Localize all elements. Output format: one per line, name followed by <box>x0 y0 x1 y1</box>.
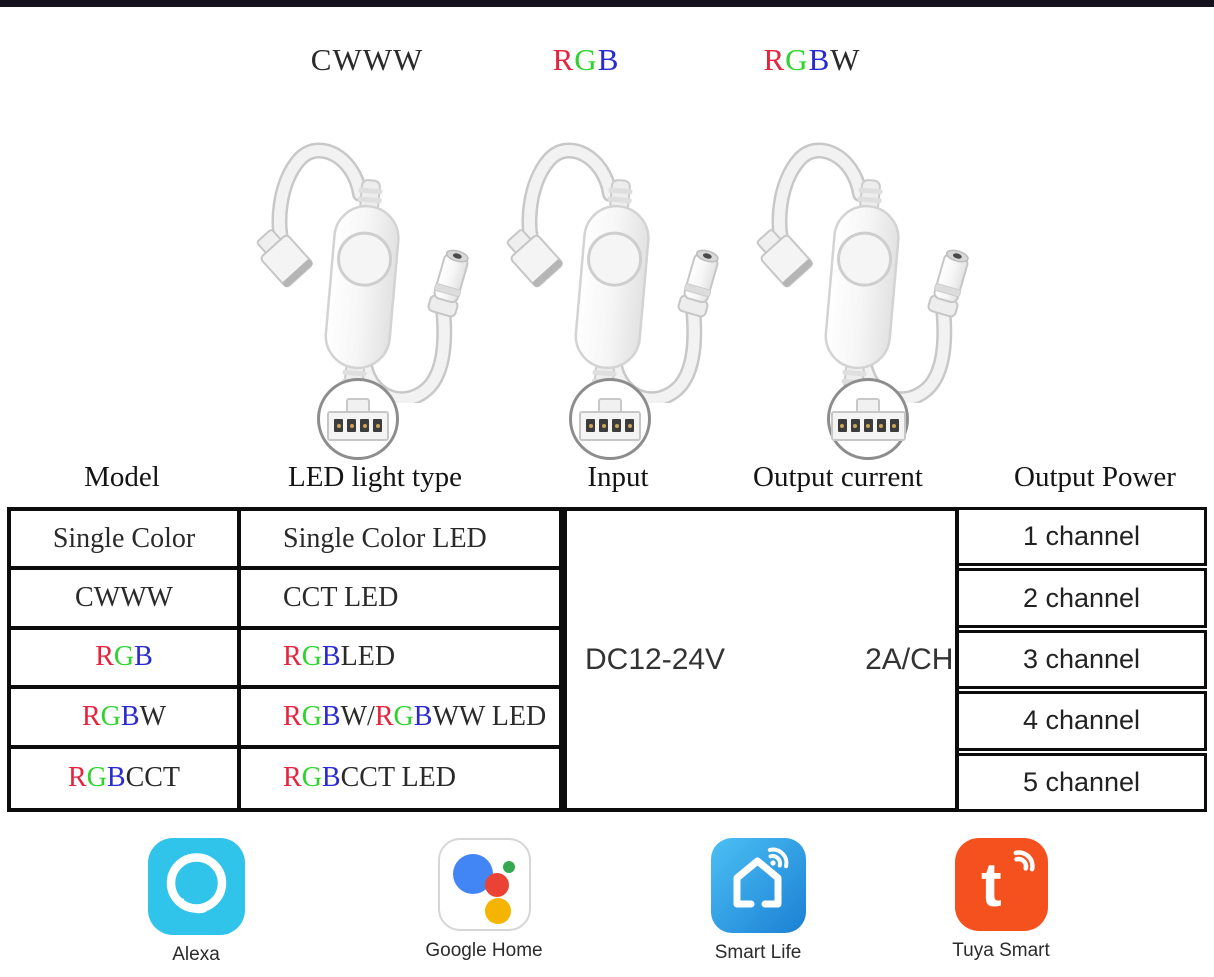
app-smart-life: Smart Life <box>663 838 853 964</box>
channel-cell: 2 channel <box>956 568 1207 628</box>
output-current-value: 2A/CH <box>865 642 954 676</box>
alexa-app-icon <box>147 838 245 935</box>
header-led-light-type: LED light type <box>288 461 462 493</box>
connector-face-4pin <box>327 410 389 441</box>
connector-pin <box>837 419 847 432</box>
header-model: Model <box>84 461 160 493</box>
alexa-ring-icon <box>166 853 226 913</box>
app-label: Tuya Smart <box>952 940 1050 961</box>
connector-pin <box>863 419 873 432</box>
controller-photo-cwww <box>244 128 476 403</box>
connector-neck <box>346 397 370 411</box>
connector-zoom-inset-1 <box>317 378 399 460</box>
variant-label-cwww: CWWW <box>310 42 424 77</box>
connector-pin <box>360 419 369 432</box>
channel-cell: 1 channel <box>956 507 1207 567</box>
input-value: DC12-24V <box>585 642 726 676</box>
tuya-t-glyph: t <box>981 851 1002 920</box>
connector-neck <box>598 397 622 411</box>
connector-zoom-inset-3 <box>827 378 909 460</box>
google-red-dot-icon <box>484 873 509 897</box>
app-label: Alexa <box>172 944 220 965</box>
app-tuya-smart: t Tuya Smart <box>906 838 1096 962</box>
google-green-dot-icon <box>502 861 515 873</box>
channel-cell: 4 channel <box>956 691 1207 751</box>
connector-pin <box>612 419 621 432</box>
connector-pin <box>876 419 886 432</box>
header-output-current: Output current <box>753 461 923 493</box>
led-type-cell: Single Color LED <box>241 511 559 571</box>
top-black-bar <box>0 0 1214 7</box>
connector-pin <box>334 419 343 432</box>
connector-pin <box>889 419 899 432</box>
model-cell: CWWW <box>11 570 241 630</box>
connector-pin <box>586 419 595 432</box>
app-label: Google Home <box>425 940 543 961</box>
channel-cell: 3 channel <box>956 629 1207 690</box>
alexa-tail-icon <box>180 898 208 914</box>
connector-pin <box>625 419 634 432</box>
tuya-smart-app-icon: t <box>954 838 1048 931</box>
wifi-icon <box>767 847 788 869</box>
app-google-home: Google Home <box>389 838 579 962</box>
smart-life-app-icon <box>710 838 806 933</box>
wifi-icon <box>1013 850 1035 872</box>
connector-pin <box>599 419 608 432</box>
google-blue-dot-icon <box>452 854 493 894</box>
input-output-merged-cell: DC12-24V 2A/CH <box>563 507 959 812</box>
channel-cell: 5 channel <box>956 752 1207 813</box>
variant-label-rgbw: RGBW <box>763 42 861 77</box>
connector-pin <box>850 419 860 432</box>
app-alexa: Alexa <box>101 838 291 966</box>
header-output-power: Output Power <box>1014 461 1176 493</box>
connector-face-4pin <box>579 410 641 441</box>
house-icon <box>733 857 781 908</box>
model-cell: Single Color <box>11 511 241 571</box>
variant-label-rgb: RGB <box>552 42 620 77</box>
connector-pin <box>373 419 382 432</box>
controller-photo-rgbw <box>744 128 976 403</box>
connector-pin <box>347 419 356 432</box>
connector-neck <box>856 397 880 411</box>
google-yellow-dot-icon <box>484 898 511 924</box>
led-type-cell: CCT LED <box>241 570 559 630</box>
connector-zoom-inset-2 <box>569 378 651 460</box>
google-home-app-icon <box>437 838 531 931</box>
connector-face-5pin <box>830 410 906 441</box>
header-input: Input <box>587 461 649 493</box>
app-label: Smart Life <box>714 942 802 963</box>
controller-photo-rgb <box>494 128 726 403</box>
